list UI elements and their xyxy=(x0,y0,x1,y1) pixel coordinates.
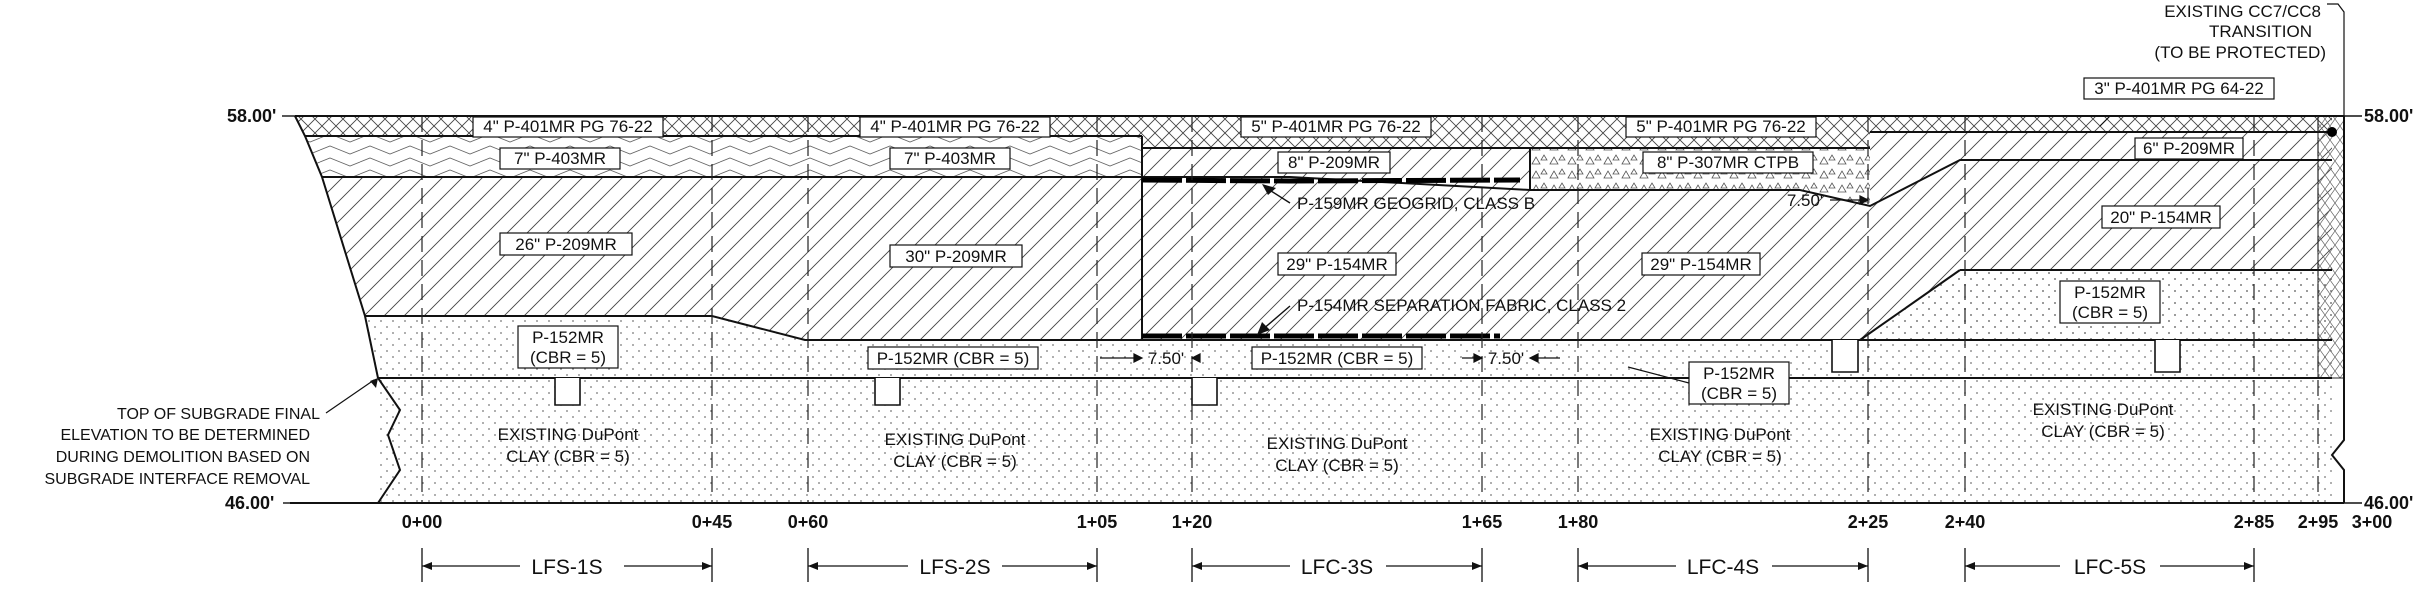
clay-label-4b: CLAY (CBR = 5) xyxy=(1658,447,1782,466)
p152-s5 xyxy=(1870,270,2332,378)
subgrade-note-line-1: TOP OF SUBGRADE FINAL xyxy=(117,406,320,423)
s4-asphalt-label: 5" P-401MR PG 76-22 xyxy=(1636,117,1806,136)
base-s5 xyxy=(1870,160,2332,270)
clay-label-3b: CLAY (CBR = 5) xyxy=(1275,456,1399,475)
s5-p152-cbr-label: (CBR = 5) xyxy=(2072,303,2148,322)
clay-label-5: EXISTING DuPont xyxy=(2033,400,2174,419)
station-1-80: 1+80 xyxy=(1558,512,1599,532)
s5-p209-label: 6" P-209MR xyxy=(2143,139,2235,158)
bracket-arrows xyxy=(422,562,2254,570)
station-2-25: 2+25 xyxy=(1848,512,1889,532)
s5-asphalt-label: 3" P-401MR PG 64-22 xyxy=(2094,79,2264,98)
clay-label-5b: CLAY (CBR = 5) xyxy=(2041,422,2165,441)
s4-p152-label: P-152MR xyxy=(1703,364,1775,383)
station-lines xyxy=(421,116,2319,503)
station-0-00: 0+00 xyxy=(402,512,443,532)
subgrade-note-line-2: ELEVATION TO BE DETERMINED xyxy=(60,427,310,444)
station-labels: 0+00 0+45 0+60 1+05 1+20 1+65 1+80 2+25 … xyxy=(402,512,2393,532)
base-s1-s2 xyxy=(322,177,1142,340)
station-1-05: 1+05 xyxy=(1077,512,1118,532)
s1-p403-label: 7" P-403MR xyxy=(514,149,606,168)
elevation-top-left: 58.00' xyxy=(227,106,276,126)
section-names: LFS-1S LFS-2S LFC-3S LFC-4S LFC-5S xyxy=(531,556,2146,579)
clay-label-1b: CLAY (CBR = 5) xyxy=(506,447,630,466)
label-boxes xyxy=(472,77,2275,405)
section-lfc-5s: LFC-5S xyxy=(2074,556,2146,579)
subgrade-notches xyxy=(554,340,2181,406)
layer-outlines xyxy=(290,115,2345,504)
transition-dimension xyxy=(1830,195,1870,205)
s1-base-label: 26" P-209MR xyxy=(515,235,616,254)
fabric-leader xyxy=(1261,305,1291,331)
section-brackets xyxy=(421,548,2255,582)
elevation-bottom-right: 46.00' xyxy=(2364,493,2413,513)
s3-p209-label: 8" P-209MR xyxy=(1288,153,1380,172)
station-0-60: 0+60 xyxy=(788,512,829,532)
fabric-callout: P-154MR SEPARATION FABRIC, CLASS 2 xyxy=(1297,296,1626,315)
elevation-leaders xyxy=(282,115,2362,504)
right-dimension xyxy=(1462,353,1560,363)
p403-s1-s2 xyxy=(305,136,1142,177)
s5-p152-label: P-152MR xyxy=(2074,283,2146,302)
s2-asphalt-label: 4" P-401MR PG 76-22 xyxy=(870,117,1040,136)
s3-base-label: 29" P-154MR xyxy=(1286,255,1387,274)
existing-clay-region xyxy=(378,378,2332,503)
station-0-45: 0+45 xyxy=(692,512,733,532)
left-dim-label: 7.50' xyxy=(1148,349,1184,368)
geogrid-callout: P-159MR GEOGRID, CLASS B xyxy=(1297,194,1535,213)
existing-line-1: EXISTING CC7/CC8 xyxy=(2164,2,2321,21)
station-1-65: 1+65 xyxy=(1462,512,1503,532)
elevation-bottom-left: 46.00' xyxy=(225,493,274,513)
existing-line-3: (TO BE PROTECTED) xyxy=(2154,43,2326,62)
transition-point-marker xyxy=(2327,127,2337,137)
base-s3-s4 xyxy=(1142,177,1960,340)
s4-base-label: 29" P-154MR xyxy=(1650,255,1751,274)
geogrid-line xyxy=(1141,177,1521,184)
clay-label-4: EXISTING DuPont xyxy=(1650,425,1791,444)
section-lfc-4s: LFC-4S xyxy=(1687,556,1759,579)
existing-line-2: TRANSITION xyxy=(2209,22,2312,41)
s1-asphalt-label: 4" P-401MR PG 76-22 xyxy=(483,117,653,136)
s4-p152-leader xyxy=(1627,366,1690,384)
subgrade-note: TOP OF SUBGRADE FINAL ELEVATION TO BE DE… xyxy=(44,378,378,488)
transition-dim-label: 7.50' xyxy=(1787,191,1823,210)
s2-base-label: 30" P-209MR xyxy=(905,247,1006,266)
section-lfs-1s: LFS-1S xyxy=(531,556,602,579)
station-2-85: 2+85 xyxy=(2234,512,2275,532)
clay-label-1: EXISTING DuPont xyxy=(498,425,639,444)
s4-p152-cbr-label: (CBR = 5) xyxy=(1701,384,1777,403)
geogrid-arrow xyxy=(1262,184,1276,195)
station-3-00: 3+00 xyxy=(2352,512,2393,532)
left-dimension xyxy=(1100,353,1201,363)
s3-p152-label: P-152MR (CBR = 5) xyxy=(1261,349,1414,368)
station-1-20: 1+20 xyxy=(1172,512,1213,532)
s5-base-label: 20" P-154MR xyxy=(2110,208,2211,227)
clay-label-2b: CLAY (CBR = 5) xyxy=(893,452,1017,471)
s4-ctpb-label: 8" P-307MR CTPB xyxy=(1657,153,1799,172)
section-lfc-3s: LFC-3S xyxy=(1301,556,1373,579)
fabric-arrow xyxy=(1257,322,1270,335)
elevation-top-right: 58.00' xyxy=(2364,106,2413,126)
station-2-40: 2+40 xyxy=(1945,512,1986,532)
section-lfs-2s: LFS-2S xyxy=(919,556,990,579)
clay-labels: EXISTING DuPont CLAY (CBR = 5) EXISTING … xyxy=(498,400,2174,475)
s3-asphalt-label: 5" P-401MR PG 76-22 xyxy=(1251,117,1421,136)
subgrade-note-line-3: DURING DEMOLITION BASED ON xyxy=(56,449,310,466)
existing-transition-block xyxy=(2317,115,2345,379)
s1-p152-label: P-152MR xyxy=(532,328,604,347)
s2-p152-label: P-152MR (CBR = 5) xyxy=(877,349,1030,368)
station-2-95: 2+95 xyxy=(2298,512,2339,532)
s2-p403-label: 7" P-403MR xyxy=(904,149,996,168)
subgrade-note-line-4: SUBGRADE INTERFACE REMOVAL xyxy=(44,471,310,488)
clay-label-3: EXISTING DuPont xyxy=(1267,434,1408,453)
right-dim-label: 7.50' xyxy=(1488,349,1524,368)
s1-p152-cbr-label: (CBR = 5) xyxy=(530,348,606,367)
clay-label-2: EXISTING DuPont xyxy=(885,430,1026,449)
existing-transition-callout: EXISTING CC7/CC8 TRANSITION (TO BE PROTE… xyxy=(2099,2,2345,137)
